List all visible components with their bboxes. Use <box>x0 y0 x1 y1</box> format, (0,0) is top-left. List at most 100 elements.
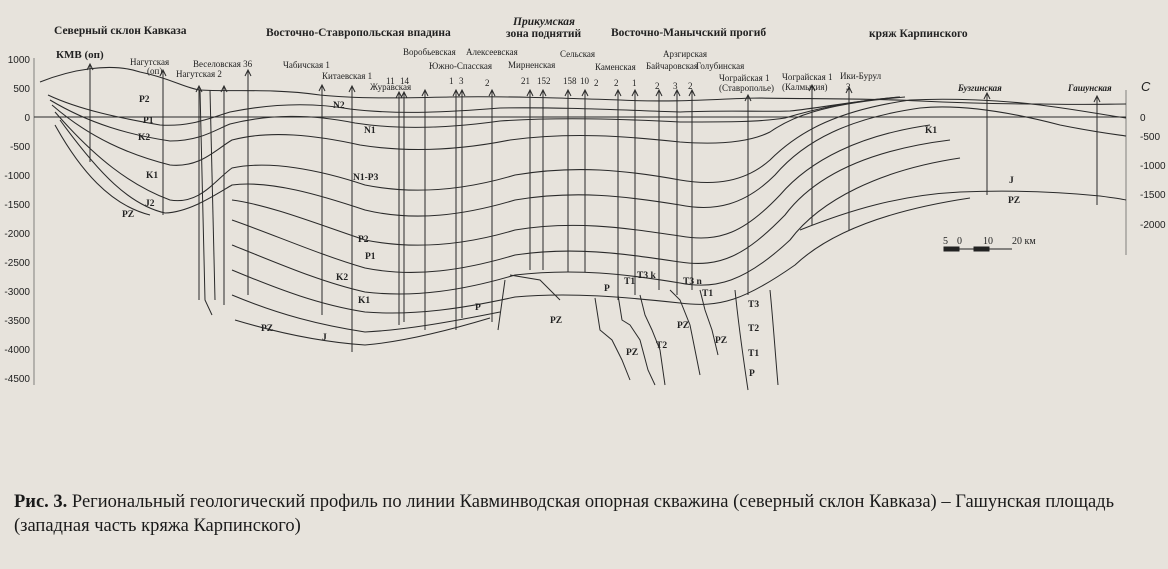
well-marker <box>581 88 589 97</box>
well-label: (оп) <box>147 66 162 76</box>
well-marker <box>631 88 639 97</box>
layer-label: P1 <box>365 252 376 262</box>
well-marker <box>526 88 534 97</box>
depth-tick-label: -3500 <box>4 316 30 327</box>
well-marker <box>86 62 94 71</box>
strata-lines <box>34 67 1127 346</box>
layer-label: PZ <box>550 316 562 326</box>
caption-text: Региональный геологический профиль по ли… <box>14 492 1115 536</box>
layer-label: T3 <box>748 300 759 310</box>
depth-tick-label: 500 <box>13 84 30 95</box>
well-marker <box>673 88 681 97</box>
scale-tick: 10 <box>983 236 993 247</box>
strata-6 <box>231 124 931 246</box>
well-label: 2 <box>485 78 490 88</box>
depth-tick-label: -2000 <box>4 229 30 240</box>
well-label: Чабичская 1 <box>283 60 330 70</box>
well-label: 2 <box>688 81 693 91</box>
region-titles: Северный склон Кавказа Восточно-Ставропо… <box>54 16 968 40</box>
depth-axis-right: C0-500-1000-1500-2000 <box>1140 79 1166 231</box>
well-label: Воробьевская <box>403 47 456 57</box>
strata-9 <box>231 197 971 314</box>
depth-tick-label: -1500 <box>1140 190 1166 201</box>
figure-caption: Рис. 3. Региональный геологический профи… <box>14 490 1154 538</box>
well-marker <box>539 88 547 97</box>
well-label: 3 <box>673 81 678 91</box>
depth-tick-label: -4000 <box>4 345 30 356</box>
well-lines <box>86 62 1101 352</box>
layer-label: N1 <box>364 126 376 136</box>
well-marker <box>744 93 752 102</box>
well-label: Гашунская <box>1067 83 1112 93</box>
well-marker <box>159 68 167 77</box>
scale-bar-labels: 5 0 10 20 км <box>943 236 1036 247</box>
well-label: Каменская <box>595 62 636 72</box>
strata-11 <box>234 317 491 346</box>
layer-label: P <box>475 303 481 313</box>
layer-label: PZ <box>1008 196 1020 206</box>
region-title: Восточно-Ставропольская впадина <box>266 27 451 39</box>
well-label: Алексеевская <box>466 47 518 57</box>
strata-7 <box>231 139 951 273</box>
well-marker <box>688 88 696 97</box>
region-title: зона поднятий <box>506 28 582 40</box>
depth-tick-label: -1000 <box>4 171 30 182</box>
well-label: (Калмыкия) <box>782 82 828 92</box>
well-label: 158 <box>563 76 577 86</box>
layer-label: P2 <box>358 235 369 245</box>
well-marker <box>488 88 496 97</box>
scale-bar <box>943 246 1012 252</box>
jz-right <box>799 190 1127 231</box>
fault-blocks <box>199 89 779 391</box>
axis-lines <box>33 58 1127 385</box>
well-label: Веселовская 36 <box>193 59 253 69</box>
layer-label: T3 n <box>683 277 702 287</box>
well-label: 3 <box>459 76 464 86</box>
well-marker <box>318 83 326 92</box>
layer-label: P <box>749 369 755 379</box>
well-label: 11 <box>386 76 395 86</box>
layer-label: J <box>322 333 327 343</box>
depth-tick-label: -1500 <box>4 200 30 211</box>
well-label: 10 <box>580 76 590 86</box>
well-label: 152 <box>537 76 551 86</box>
layer-label: K1 <box>925 126 937 136</box>
well-label: Ики-Бурул <box>840 71 882 81</box>
well-marker <box>452 88 460 97</box>
well-label: 2 <box>594 78 599 88</box>
well-label: 3 <box>846 82 851 92</box>
well-marker <box>400 90 408 99</box>
region-title: Восточно-Манычский прогиб <box>611 27 766 39</box>
region-title: кряж Карпинского <box>869 28 968 40</box>
well-label: Чограйская 1 <box>782 72 832 82</box>
depth-tick-label: -2500 <box>4 258 30 269</box>
well-marker <box>1093 94 1101 103</box>
well-label: 21 <box>521 76 530 86</box>
layer-labels: P2P1K2K1J2PZN1N2N1-P3P2P1K2K1JPZPPZPT1T3… <box>122 95 1020 379</box>
surface-line <box>39 67 1127 105</box>
strata-pz-left <box>54 124 151 216</box>
well-label: Голубинская <box>696 61 744 71</box>
layer-label: PZ <box>715 336 727 346</box>
well-marker <box>421 88 429 97</box>
well-label: Мирненская <box>508 60 555 70</box>
layer-label: T2 <box>656 341 667 351</box>
layer-label: N1-P3 <box>353 173 379 183</box>
layer-label: T2 <box>748 324 759 334</box>
depth-tick-label: -500 <box>10 142 30 153</box>
well-marker <box>348 84 356 93</box>
well-marker <box>983 91 991 100</box>
depth-axis-left: 10005000-500-1000-1500-2000-2500-3000-35… <box>4 55 30 385</box>
strata-1 <box>47 94 901 126</box>
layer-label: PZ <box>626 348 638 358</box>
scale-tick: 20 км <box>1012 236 1036 247</box>
well-label: Южно-Спасская <box>429 61 492 71</box>
well-label: Чограйская 1 <box>719 73 769 83</box>
well-label: (Ставрополье) <box>719 83 774 93</box>
strata-8 <box>231 157 961 295</box>
layer-label: T1 <box>748 349 759 359</box>
layer-label: T3 k <box>637 271 656 281</box>
layer-label: PZ <box>122 210 134 220</box>
